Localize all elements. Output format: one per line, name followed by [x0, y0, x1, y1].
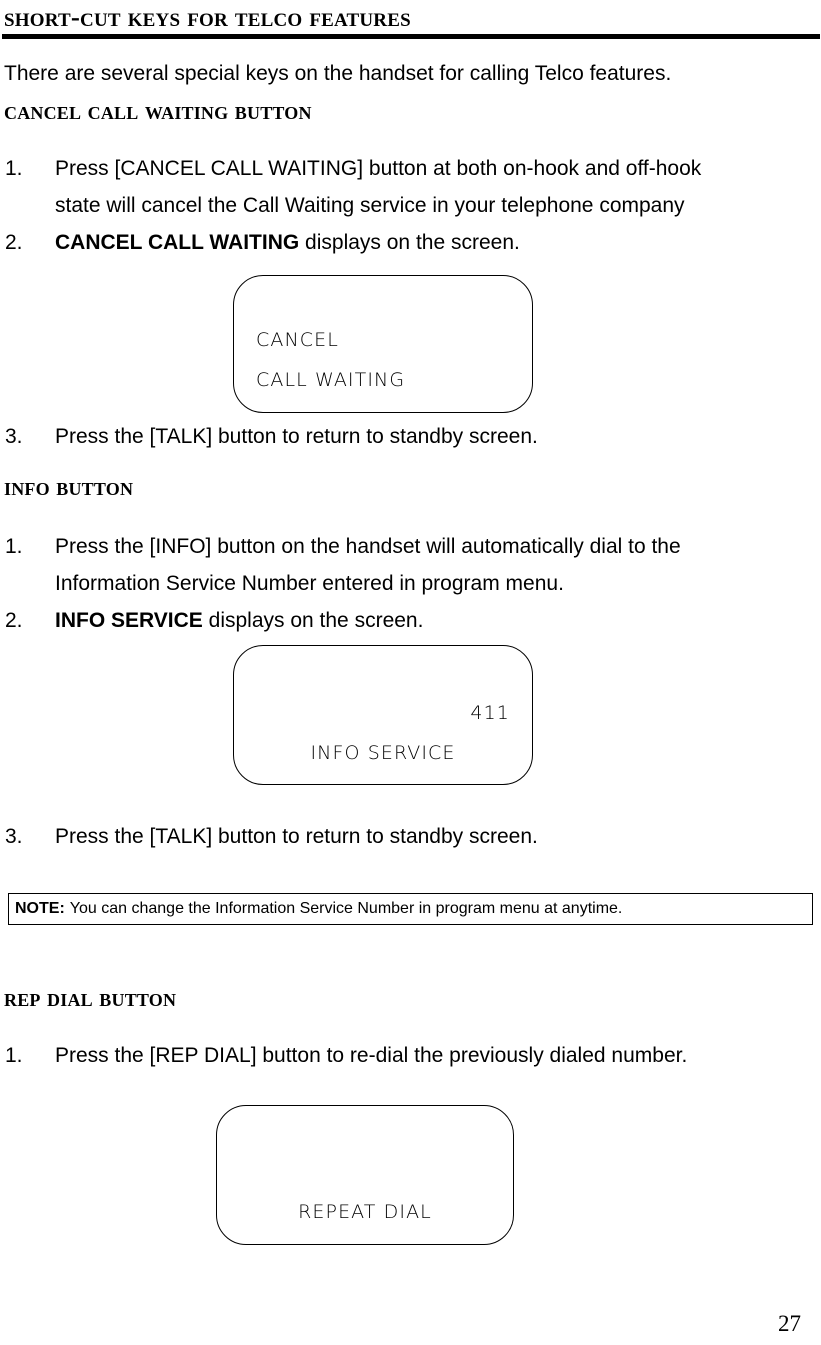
- steps-rep-dial: 1. Press the [REP DIAL] button to re-dia…: [0, 1037, 821, 1074]
- note-label: NOTE:: [15, 900, 65, 917]
- page-number: 27: [778, 1311, 801, 1336]
- step-number: 1.: [5, 157, 23, 180]
- step-item: 1. Press [CANCEL CALL WAITING] button at…: [0, 150, 821, 224]
- step-item: 2. CANCEL CALL WAITING displays on the s…: [0, 224, 821, 261]
- steps-info-button: 1. Press the [INFO] button on the handse…: [0, 528, 821, 639]
- step-text-rest: displays on the screen.: [202, 609, 424, 632]
- step-text: Press [CANCEL CALL WAITING] button at bo…: [55, 157, 702, 180]
- lcd-screen-repeat-dial: REPEAT DIAL: [216, 1105, 514, 1245]
- lcd-screen-cancel-call-waiting: CANCEL CALL WAITING: [233, 275, 533, 413]
- note-box: NOTE: You can change the Information Ser…: [8, 893, 813, 925]
- step-number: 3.: [5, 425, 23, 448]
- lcd-line-label: INFO SERVICE: [310, 742, 456, 764]
- step-text: CANCEL CALL WAITING displays on the scre…: [55, 224, 821, 261]
- section-heading-info-button: Info Button: [4, 474, 134, 501]
- intro-paragraph: There are several special keys on the ha…: [4, 62, 672, 85]
- step-text: Press the [TALK] button to return to sta…: [55, 425, 538, 448]
- section-heading-cancel-call-waiting: Cancel Call Waiting Button: [4, 98, 312, 125]
- section-cancel-call-waiting: Cancel Call Waiting Button: [0, 98, 821, 126]
- page-title: Short-cut Keys for Telco Features: [4, 2, 411, 32]
- lcd-line-2: CALL WAITING: [256, 369, 406, 391]
- step-text: Press the [INFO] button on the handset w…: [55, 535, 681, 558]
- step-number: 1.: [5, 1044, 23, 1067]
- step-item: 3. Press the [TALK] button to return to …: [0, 818, 821, 855]
- step-item: 3. Press the [TALK] button to return to …: [0, 418, 821, 455]
- step-item: 1. Press the [REP DIAL] button to re-dia…: [0, 1037, 821, 1074]
- lcd-screen-info-service: 411 INFO SERVICE: [233, 645, 533, 785]
- step-text-continued: state will cancel the Call Waiting servi…: [55, 194, 685, 217]
- step-text-continued: Information Service Number entered in pr…: [55, 572, 564, 595]
- step-text-bold: CANCEL CALL WAITING: [55, 231, 300, 254]
- step-number: 1.: [5, 535, 23, 558]
- step-info-talk: 3. Press the [TALK] button to return to …: [0, 818, 821, 855]
- step-text-rest: displays on the screen.: [299, 231, 520, 254]
- section-rep-dial-button: Rep Dial Button: [0, 985, 821, 1013]
- steps-cancel-call-waiting: 1. Press [CANCEL CALL WAITING] button at…: [0, 150, 821, 261]
- section-info-button: Info Button: [0, 474, 821, 502]
- step-text: Press the [TALK] button to return to sta…: [55, 825, 538, 848]
- step-number: 2.: [5, 231, 23, 254]
- step-text: Press the [REP DIAL] button to re-dial t…: [55, 1044, 688, 1067]
- lcd-line-number: 411: [470, 702, 510, 724]
- lcd-line-1: CANCEL: [256, 329, 339, 351]
- step-item: 1. Press the [INFO] button on the handse…: [0, 528, 821, 602]
- step-text-bold: INFO SERVICE: [55, 609, 203, 632]
- step-item: 2. INFO SERVICE displays on the screen.: [0, 602, 821, 639]
- note-text: You can change the Information Service N…: [69, 900, 623, 917]
- step-number: 3.: [5, 825, 23, 848]
- step-number: 2.: [5, 609, 23, 632]
- title-underline-rule: [2, 34, 820, 39]
- section-heading-rep-dial-button: Rep Dial Button: [4, 985, 177, 1012]
- step-text: INFO SERVICE displays on the screen.: [55, 602, 821, 639]
- lcd-line-1: REPEAT DIAL: [298, 1201, 432, 1223]
- step-cancel-talk: 3. Press the [TALK] button to return to …: [0, 418, 821, 455]
